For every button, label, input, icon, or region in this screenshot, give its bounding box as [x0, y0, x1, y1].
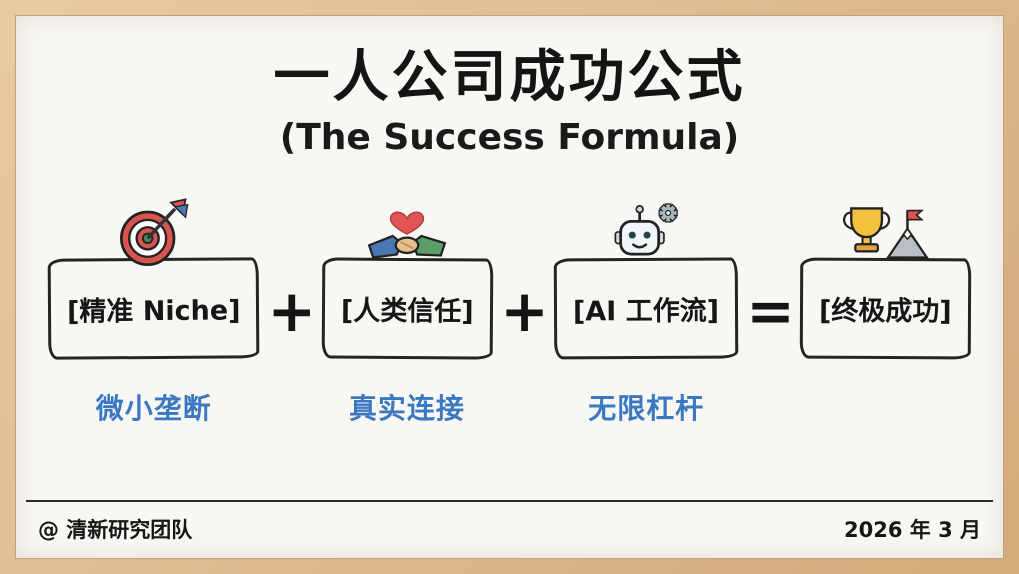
label-ai: 无限杠杆 [588, 392, 705, 425]
whiteboard: 一人公司成功公式 (The Success Formula) [15, 15, 1004, 559]
trophy-mountain-icon [839, 184, 933, 268]
page-subtitle: (The Success Formula) [279, 117, 740, 158]
title-block: 一人公司成功公式 (The Success Formula) [16, 32, 1003, 158]
formula-item-success: [终极成功] [799, 184, 972, 423]
equals-operator: = [746, 277, 795, 345]
formula-item-niche: [精准 Niche] 微小垄断 [47, 184, 260, 425]
footer-date: 2026 年 3 月 [844, 518, 981, 542]
target-dart-icon [114, 184, 194, 268]
label-niche: 微小垄断 [95, 392, 212, 425]
plus-operator-2: + [500, 277, 549, 345]
formula-box-niche: [精准 Niche] [47, 257, 260, 360]
formula-row: [精准 Niche] 微小垄断 + [人类信任] 真实连接 [16, 184, 1003, 425]
page-title: 一人公司成功公式 [273, 45, 746, 110]
footer: @ 清新研究团队 2026 年 3 月 [16, 502, 1003, 558]
label-trust: 真实连接 [348, 392, 465, 425]
footer-divider [26, 500, 993, 502]
formula-box-trust: [人类信任] [321, 257, 493, 360]
plus-operator-1: + [267, 277, 317, 345]
robot-gear-icon [608, 184, 684, 268]
spacer [16, 423, 1003, 500]
formula-box-success: [终极成功] [799, 257, 972, 360]
formula-item-trust: [人类信任] 真实连接 [321, 184, 493, 425]
footer-team: @ 清新研究团队 [38, 518, 193, 542]
formula-box-ai: [AI 工作流] [553, 257, 739, 360]
handshake-heart-icon [364, 184, 450, 268]
formula-item-ai: [AI 工作流] 无限杠杆 [553, 184, 739, 425]
